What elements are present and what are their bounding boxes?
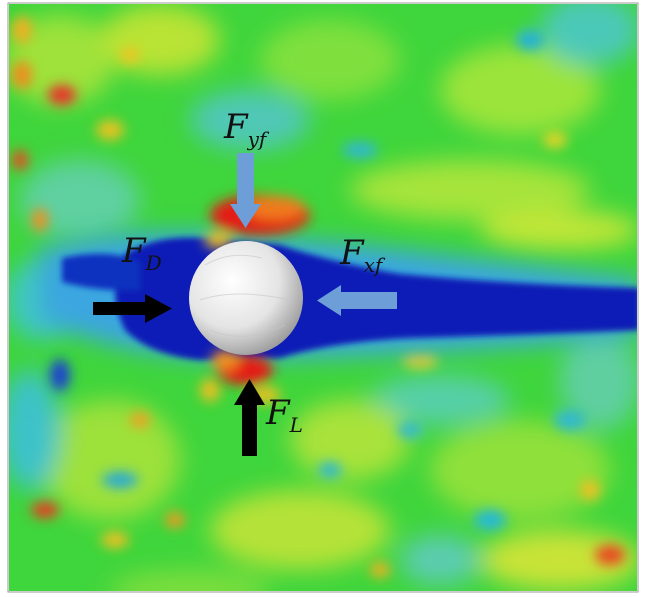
label-lift-main: F [265,393,291,433]
svg-text:Fyf: Fyf [223,107,270,151]
label-lift-sub: L [289,413,303,437]
sphere [189,241,303,355]
label-yf-main: F [223,107,249,147]
svg-text:FD: FD [121,231,162,275]
lift-arrow [234,379,265,456]
svg-text:Fxf: Fxf [339,233,386,277]
figure-frame [7,2,639,593]
svg-text:FL: FL [265,393,303,437]
pressure-regions [204,195,310,403]
label-lift: FL [265,393,303,437]
fxf-arrow [317,285,397,316]
label-yf-sub: yf [247,127,270,151]
label-drag-main: F [121,231,147,271]
label-xf-sub: xf [364,253,386,277]
label-xf: Fxf [339,233,386,277]
field-hotspots [12,16,625,578]
label-xf-main: F [339,233,365,273]
sphere-texture [199,254,291,337]
label-drag: FD [121,231,162,275]
drag-arrow [93,294,172,323]
label-drag-sub: D [145,251,162,275]
label-yf: Fyf [223,107,270,151]
fyf-arrow [230,153,261,228]
